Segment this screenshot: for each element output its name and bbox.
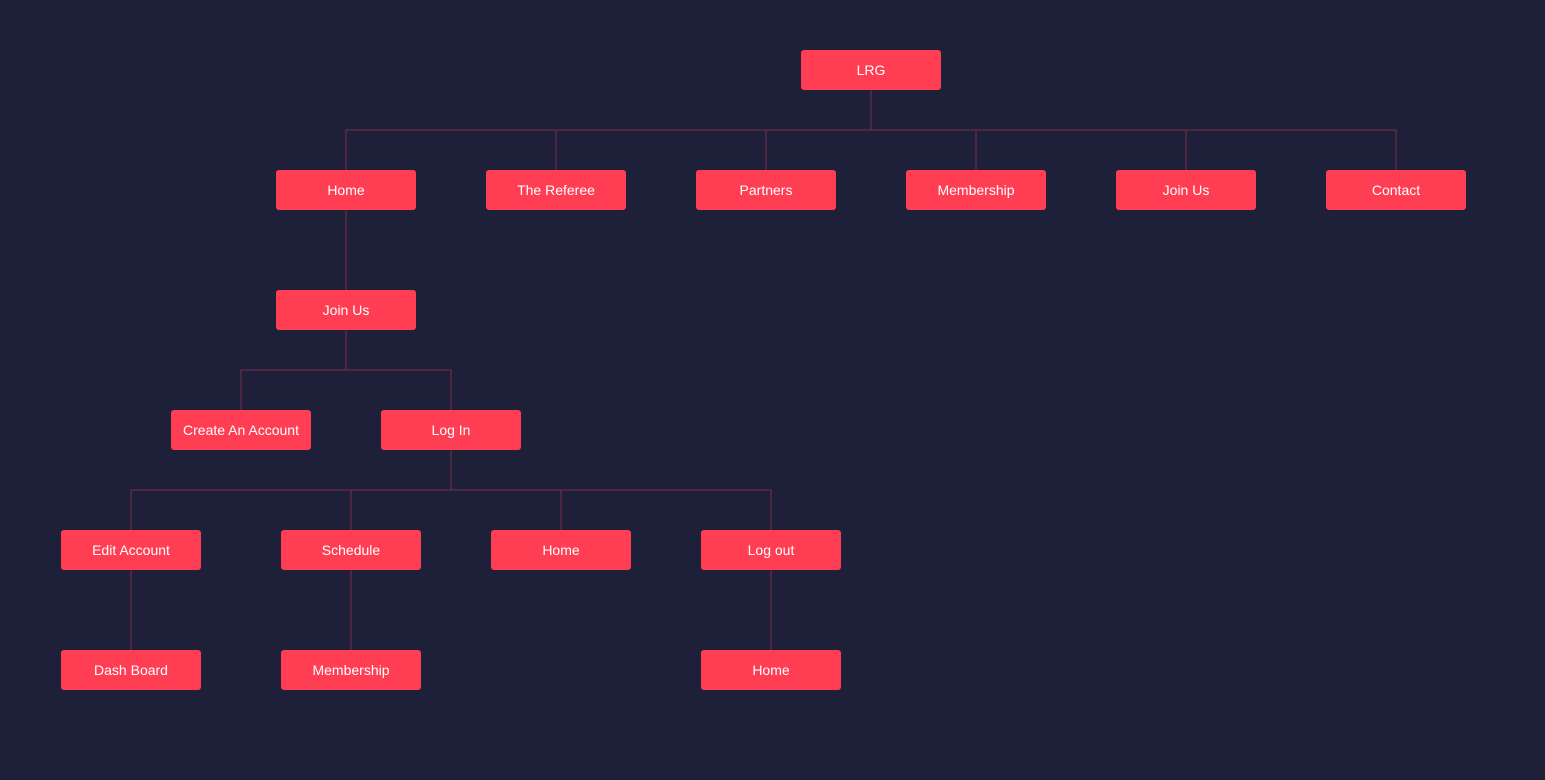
node-lrg[interactable]: LRG [801, 50, 941, 90]
node-login-home[interactable]: Home [491, 530, 631, 570]
node-membership[interactable]: Membership [906, 170, 1046, 210]
node-schedule[interactable]: Schedule [281, 530, 421, 570]
node-home[interactable]: Home [276, 170, 416, 210]
connector-line [870, 90, 1397, 170]
node-log-out[interactable]: Log out [701, 530, 841, 570]
connector-line [350, 450, 452, 530]
node-dash-board[interactable]: Dash Board [61, 650, 201, 690]
connector-line [765, 90, 872, 170]
node-the-referee[interactable]: The Referee [486, 170, 626, 210]
node-schedule-membership[interactable]: Membership [281, 650, 421, 690]
node-edit-account[interactable]: Edit Account [61, 530, 201, 570]
node-home-join-us[interactable]: Join Us [276, 290, 416, 330]
node-join-us[interactable]: Join Us [1116, 170, 1256, 210]
connector-line [450, 450, 772, 530]
node-logout-home[interactable]: Home [701, 650, 841, 690]
node-create-account[interactable]: Create An Account [171, 410, 311, 450]
node-partners[interactable]: Partners [696, 170, 836, 210]
node-contact[interactable]: Contact [1326, 170, 1466, 210]
node-log-in[interactable]: Log In [381, 410, 521, 450]
connector-line [345, 330, 452, 410]
connector-line [240, 330, 347, 410]
